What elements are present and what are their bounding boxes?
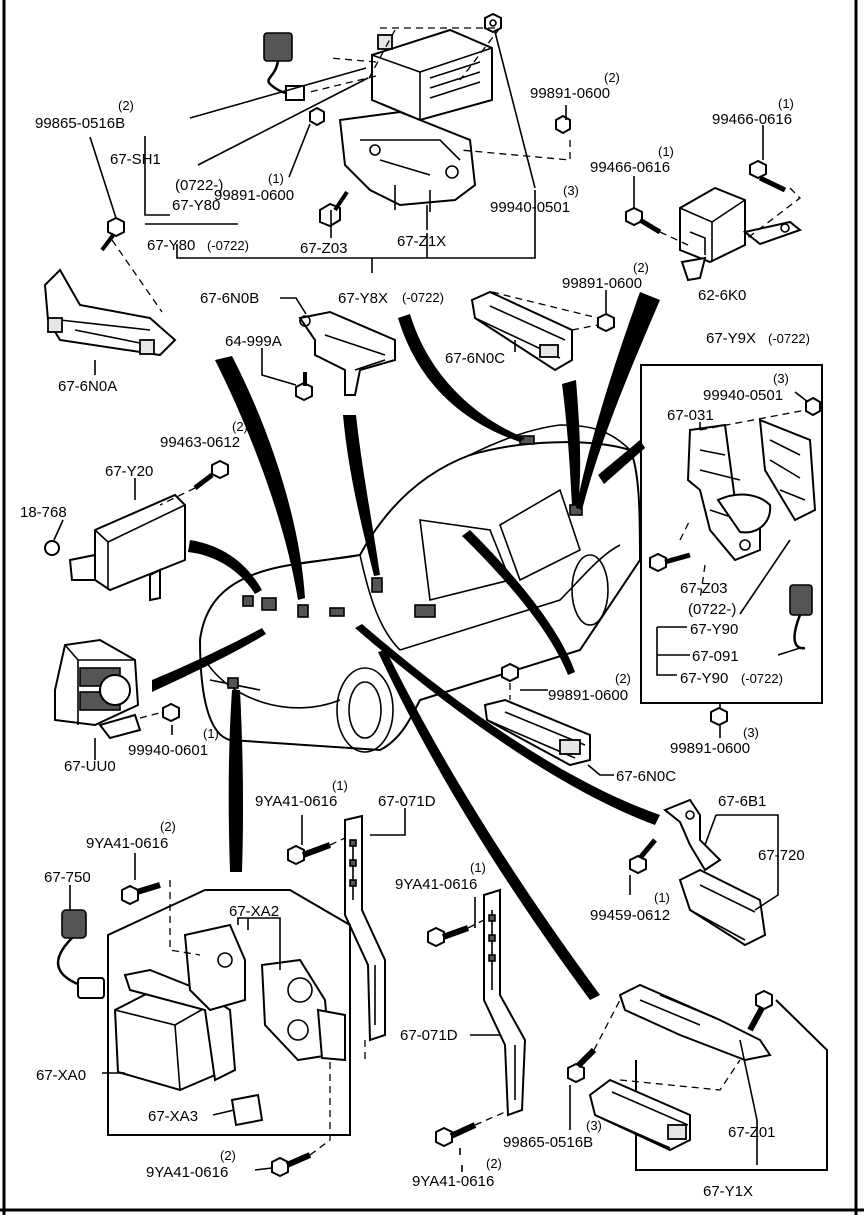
label-67-071d-b: 67-071D [400, 1027, 458, 1044]
label-99891-0600-6n0c: 99891-0600 [562, 275, 642, 292]
label-67-031: 67-031 [667, 407, 714, 424]
qty-99940-box: (3) [773, 371, 789, 386]
label-99466-0616-a: 99466-0616 [712, 111, 792, 128]
swoosh-pointers [152, 292, 660, 1000]
qty-9ya41-d: (2) [220, 1148, 236, 1163]
label-0722-b: (0722-) [688, 601, 736, 618]
label-0722-a: (0722-) [175, 177, 223, 194]
label-67-uu0: 67-UU0 [64, 758, 116, 775]
qty-99891-mid: (1) [268, 171, 284, 186]
qty-9ya41-b: (2) [160, 819, 176, 834]
part-62-6k0 [625, 125, 803, 282]
part-67-071d [287, 808, 527, 1155]
label-67-y90-a: 67-Y90 [690, 621, 738, 638]
label-y90-range: (-0722) [741, 671, 783, 686]
qty-9ya41-e: (2) [486, 1156, 502, 1171]
part-67-6n0b [261, 297, 396, 402]
label-9ya41-0616-c: 9YA41-0616 [395, 876, 477, 893]
qty-99891-6n0c: (2) [633, 260, 649, 275]
label-67-y80-b: 67-Y80 [147, 237, 195, 254]
label-67-y80-a: 67-Y80 [172, 197, 220, 214]
label-y9x-range: (-0722) [768, 331, 810, 346]
label-9ya41-0616-d: 9YA41-0616 [146, 1164, 228, 1181]
label-67-y20: 67-Y20 [105, 463, 153, 480]
qty-99891-tr: (2) [604, 70, 620, 85]
qty-99865-top: (2) [118, 98, 134, 113]
label-99940-0501-top: 99940-0501 [490, 199, 570, 216]
label-67-6n0c-top: 67-6N0C [445, 350, 505, 367]
part-67-6b1 [629, 798, 779, 947]
label-99891-0600-mid: 99891-0600 [214, 187, 294, 204]
label-99865-0516b-top: 99865-0516B [35, 115, 125, 132]
qty-9ya41-c: (1) [470, 860, 486, 875]
part-labels: (2) 99865-0516B 67-SH1 (0722-) 67-Y80 67… [20, 70, 810, 1200]
label-67-z1x: 67-Z1X [397, 233, 446, 250]
label-99940-0601: 99940-0601 [128, 742, 208, 759]
label-99459-0612: 99459-0612 [590, 907, 670, 924]
label-99466-0616-b: 99466-0616 [590, 159, 670, 176]
label-67-750: 67-750 [44, 869, 91, 886]
qty-99463: (2) [232, 419, 248, 434]
label-9ya41-0616-b: 9YA41-0616 [86, 835, 168, 852]
label-67-y9x: 67-Y9X [706, 330, 756, 347]
label-62-6k0: 62-6K0 [698, 287, 746, 304]
label-99940-0501-box: 99940-0501 [703, 387, 783, 404]
label-67-091: 67-091 [692, 648, 739, 665]
label-67-6n0c-bottom: 67-6N0C [616, 768, 676, 785]
label-67-y8x: 67-Y8X [338, 290, 388, 307]
label-67-sh1: 67-SH1 [110, 151, 161, 168]
qty-99891-ctr: (2) [615, 671, 631, 686]
label-64-999a: 64-999A [225, 333, 282, 350]
part-67-6n0c-top [470, 290, 615, 372]
label-99891-0600-bot: 99891-0600 [670, 740, 750, 757]
part-67-y20 [44, 459, 229, 602]
label-67-xa0: 67-XA0 [36, 1067, 86, 1084]
label-99891-0600-ctr: 99891-0600 [548, 687, 628, 704]
qty-99940-top: (3) [563, 183, 579, 198]
part-67-6n0a [43, 268, 177, 375]
label-67-6b1: 67-6B1 [718, 793, 766, 810]
label-67-z03-top: 67-Z03 [300, 240, 348, 257]
label-99865-0516b-bot: 99865-0516B [503, 1134, 593, 1151]
label-67-6n0a: 67-6N0A [58, 378, 117, 395]
part-67-uu0 [54, 638, 180, 760]
box-67-y1x [461, 983, 828, 1172]
label-18-768: 18-768 [20, 504, 67, 521]
label-y8x-range: (-0722) [402, 290, 444, 305]
qty-99891-bot: (3) [743, 725, 759, 740]
box-67-y9x [640, 364, 823, 738]
label-99463-0612: 99463-0612 [160, 434, 240, 451]
qty-99459: (1) [654, 890, 670, 905]
qty-9ya41-a: (1) [332, 778, 348, 793]
label-67-xa3: 67-XA3 [148, 1108, 198, 1125]
label-67-xa2: 67-XA2 [229, 903, 279, 920]
label-67-6n0b: 67-6N0B [200, 290, 259, 307]
top-assembly [89, 12, 571, 313]
qty-99940-0601: (1) [203, 726, 219, 741]
label-y80-range: (-0722) [207, 238, 249, 253]
part-67-6n0c-bottom [483, 662, 614, 776]
box-67-xa0 [56, 853, 351, 1178]
label-67-720: 67-720 [758, 847, 805, 864]
qty-99466-b: (1) [658, 144, 674, 159]
label-67-y1x: 67-Y1X [703, 1183, 753, 1200]
vehicle-outline [198, 424, 642, 753]
label-67-z03-box: 67-Z03 [680, 580, 728, 597]
qty-99865-bot: (3) [586, 1118, 602, 1133]
label-9ya41-0616-a: 9YA41-0616 [255, 793, 337, 810]
label-67-y90-b: 67-Y90 [680, 670, 728, 687]
label-67-071d-a: 67-071D [378, 793, 436, 810]
label-9ya41-0616-e: 9YA41-0616 [412, 1173, 494, 1190]
qty-99466-a: (1) [778, 96, 794, 111]
label-67-z01: 67-Z01 [728, 1124, 776, 1141]
label-99891-0600-tr: 99891-0600 [530, 85, 610, 102]
